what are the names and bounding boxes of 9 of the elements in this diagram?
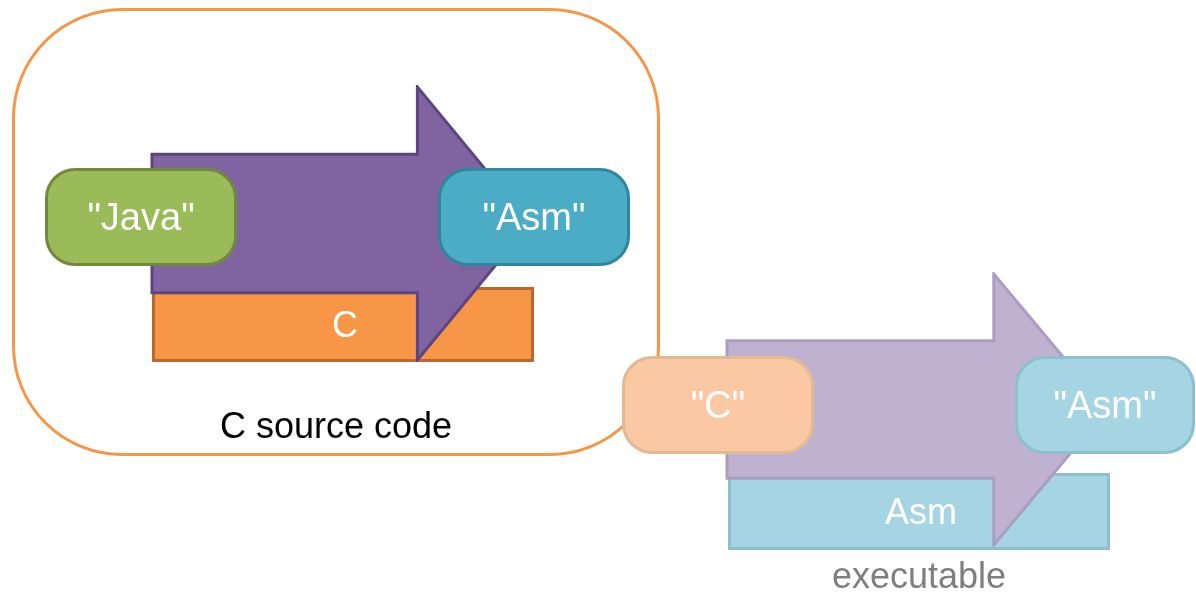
language-pill: "Asm" (1015, 356, 1195, 454)
bar-label: C (332, 303, 358, 346)
language-pill: "Asm" (438, 168, 630, 266)
language-pill: "Java" (45, 168, 237, 266)
bar-label: Asm (885, 490, 957, 533)
caption-text: executable (831, 555, 1007, 597)
language-pill: "C" (622, 356, 814, 454)
rounded-frame (12, 8, 660, 456)
frame-label: C source code (218, 405, 454, 447)
